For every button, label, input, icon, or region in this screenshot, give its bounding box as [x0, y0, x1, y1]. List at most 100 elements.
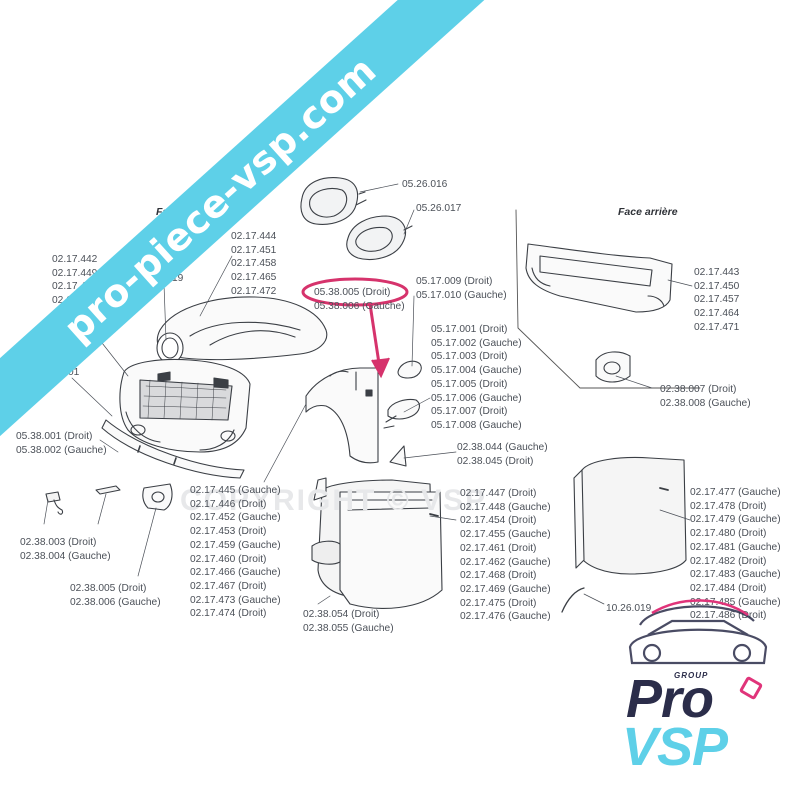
part-number: 02.17.485 (Gauche): [690, 596, 781, 608]
part-number: 05.17.003 (Droit): [431, 351, 508, 363]
part-number: 02.17.476 (Gauche): [460, 611, 551, 623]
part-number: 02.17.486 (Droit): [690, 610, 767, 622]
brand-logo: GROUP Pro VSP: [612, 585, 782, 785]
part-number: 02.17.459 (Gauche): [190, 539, 281, 551]
part-number: 02.17.445 (Gauche): [190, 485, 281, 496]
part-number: 02.17.457: [694, 294, 740, 306]
fog-cover-part: [142, 483, 173, 511]
mirror-part: [383, 398, 421, 429]
part-number: 05.38.002 (Gauche): [16, 444, 107, 456]
part-number: 02.17.480 (Droit): [690, 528, 767, 540]
part-number: 02.38.003 (Droit): [20, 537, 97, 548]
front-bumper-part: [119, 359, 251, 453]
label-sensor: 02.38.003 (Droit) 02.38.004 (Gauche): [20, 536, 111, 563]
part-number: 02.17.484 (Droit): [690, 582, 767, 594]
part-number: 02.17.455 (Gauche): [460, 529, 551, 541]
part-number: 05.17.010 (Gauche): [416, 289, 507, 301]
label-triangle: 02.38.044 (Gauche) 02.38.045 (Droit): [457, 441, 548, 468]
part-number: 02.17.469 (Gauche): [460, 583, 551, 595]
front-lip-part: [101, 419, 245, 479]
part-number: 02.17.468 (Droit): [460, 570, 537, 582]
part-number: 02.17.462 (Gauche): [460, 556, 551, 568]
rear-section-outline: [515, 209, 701, 389]
part-number: 05.38.001 (Droit): [16, 431, 93, 442]
part-number: 02.17.477 (Gauche): [690, 487, 781, 498]
part-number: 02.17.442: [52, 254, 98, 265]
mirror-glass-part: [397, 360, 422, 379]
label-fender: 02.17.445 (Gauche) 02.17.446 (Droit) 02.17…: [190, 484, 281, 621]
part-number: 05.17.001 (Droit): [431, 324, 508, 335]
part-number: 02.17.483 (Gauche): [690, 569, 781, 581]
part-number: 02.38.005 (Droit): [70, 583, 147, 594]
part-number: 02.17.460 (Droit): [190, 553, 267, 565]
part-number: 05.26.016: [402, 179, 448, 190]
part-number: 02.17.465: [231, 272, 277, 284]
label-front-door: 02.17.447 (Droit)02.17.448 (Gauche)02.17…: [460, 487, 551, 624]
label-door-trim: 02.38.054 (Droit) 02.38.055 (Gauche): [303, 608, 394, 635]
part-number: 02.38.055 (Gauche): [303, 622, 394, 634]
part-number: 02.17.472: [231, 285, 277, 297]
part-number: 02.38.044 (Gauche): [457, 442, 548, 453]
part-number: 02.17.443: [694, 267, 740, 278]
part-number: 05.17.002 (Gauche): [431, 337, 522, 349]
part-number: 02.17.461 (Droit): [460, 542, 537, 554]
part-number: 02.17.451: [231, 244, 277, 256]
part-number: 05.17.004 (Gauche): [431, 365, 522, 377]
part-number: 02.17.450: [694, 280, 740, 292]
part-number: 02.17.471: [694, 321, 740, 333]
part-number: 02.17.452 (Gauche): [190, 512, 281, 524]
label-lip: 05.38.001 (Droit) 05.38.002 (Gauche): [16, 430, 107, 457]
fender-part: [305, 367, 379, 464]
part-number: 02.38.008 (Gauche): [660, 397, 751, 409]
front-door-part: [313, 477, 443, 609]
copyright-watermark: COPYRIGHT © VSP: [180, 484, 488, 517]
part-number: 05.38.005 (Droit): [314, 287, 391, 298]
label-seal: 10.26.019: [606, 602, 651, 616]
part-number: 05.17.007 (Droit): [431, 406, 508, 418]
part-number: 05.17.006 (Gauche): [431, 392, 522, 404]
label-rear-reflector: 02.38.007 (Droit) 02.38.008 (Gauche): [660, 383, 751, 410]
part-number: 02.17.456: [52, 281, 98, 293]
part-number: 02.17.453 (Droit): [190, 526, 267, 538]
part-number: 05.17.008 (Gauche): [431, 419, 522, 431]
part-number: 02.38.054 (Droit): [303, 609, 380, 620]
indicator-part: [95, 485, 121, 495]
part-number: 02.38.045 (Droit): [457, 455, 534, 467]
part-number: 02.17.458: [231, 258, 277, 270]
part-number: 02.17.447 (Droit): [460, 488, 537, 499]
part-number: 02.38.006 (Gauche): [70, 596, 161, 608]
highlight-callout: [301, 277, 409, 379]
sensor-part: [45, 491, 64, 515]
headlight-left-part: [346, 215, 413, 261]
part-number: 02.38.004 (Gauche): [20, 550, 111, 562]
part-number: 02.17.446 (Droit): [190, 498, 267, 510]
label-mirror: 05.17.001 (Droit) 05.17.002 (Gauche) 05.17…: [431, 323, 522, 433]
label-mirror-glass: 05.17.009 (Droit) 05.17.010 (Gauche): [416, 275, 507, 302]
rear-bumper-part: [525, 243, 673, 313]
part-number: 02.17.449: [52, 267, 98, 279]
part-number: 02.17.479 (Gauche): [690, 514, 781, 526]
part-number: 05.17.005 (Droit): [431, 378, 508, 390]
part-number: 05.26.017: [416, 203, 462, 214]
logo-line-vsp: VSP: [622, 717, 728, 777]
part-number: 02.17.473 (Gauche): [190, 594, 281, 606]
part-number: 02.17.481 (Gauche): [690, 541, 781, 553]
logo-line-pro: Pro: [626, 669, 714, 729]
rear-reflector-part: [595, 351, 631, 383]
logo-group-text: GROUP: [674, 671, 709, 680]
part-number: 10.26.019: [606, 603, 652, 614]
label-fog-cover: 02.38.005 (Droit) 02.38.006 (Gauche): [70, 582, 161, 609]
part-number: 02.17.464: [694, 308, 740, 320]
part-number: 02.17.474 (Droit): [190, 608, 267, 620]
rear-door-part: [573, 457, 687, 575]
window-triangle-part: [389, 445, 407, 467]
part-number: 05.17.009 (Droit): [416, 276, 493, 287]
label-headlight-right: 05.26.016: [402, 178, 447, 192]
part-number: 02.38.007 (Droit): [660, 384, 737, 395]
label-headlight-left: 05.26.017: [416, 202, 461, 216]
part-number: 02.17.444: [231, 231, 277, 242]
part-number: 02.17.454 (Droit): [460, 515, 537, 527]
part-number: 02.17.475 (Droit): [460, 597, 537, 609]
